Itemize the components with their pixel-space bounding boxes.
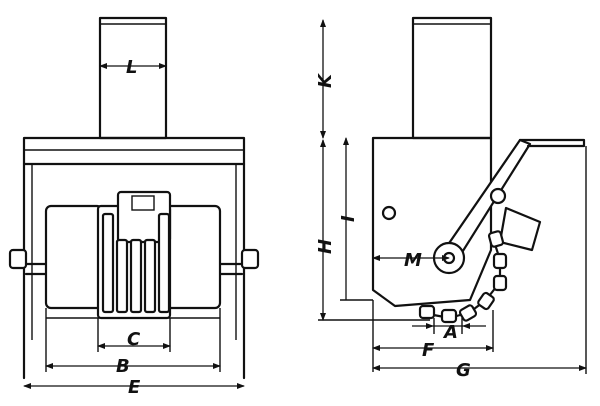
label-C: C [127, 329, 141, 350]
label-B: B [116, 356, 130, 377]
side-shaft [411, 16, 493, 140]
label-H: H [315, 239, 336, 254]
label-I: I [338, 215, 359, 222]
side-view: K H I M A F G [315, 16, 587, 381]
side-body [371, 136, 493, 308]
label-K: K [315, 72, 336, 88]
label-L: L [126, 57, 137, 78]
label-A: A [442, 322, 458, 343]
label-M: M [404, 250, 422, 271]
label-F: F [422, 340, 435, 361]
label-G: G [456, 360, 471, 381]
front-shaft [98, 16, 168, 140]
label-E: E [128, 377, 141, 398]
front-left-roller [44, 204, 104, 310]
front-top-plate [22, 136, 246, 166]
front-view: L C B E [8, 16, 260, 398]
front-right-roller [162, 204, 222, 310]
